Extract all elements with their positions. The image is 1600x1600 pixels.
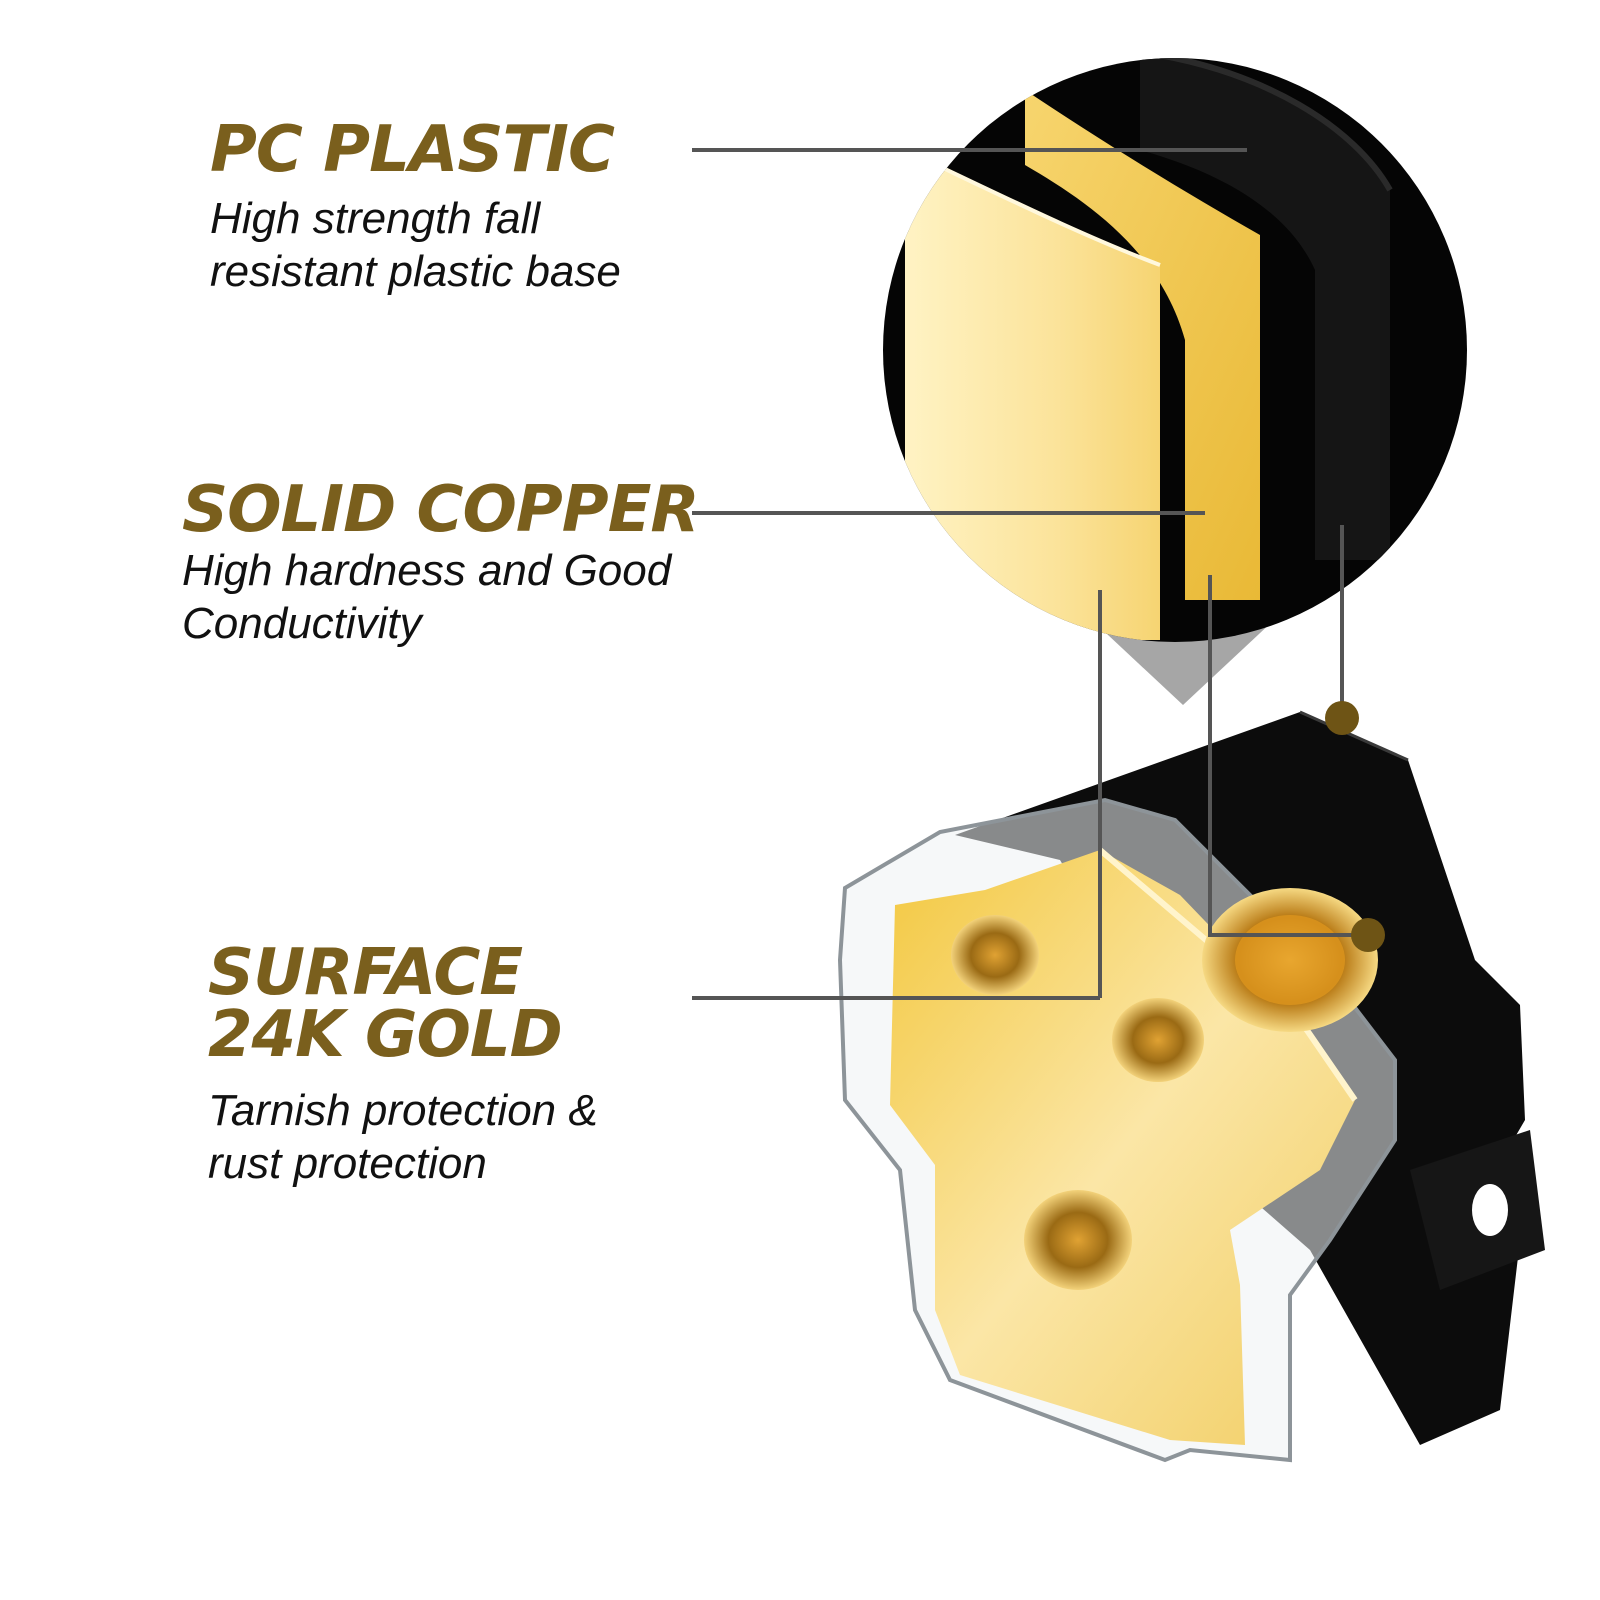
description-line: High strength fall [210,194,541,243]
feature-title: PC PLASTIC [210,113,615,187]
leader-lines [692,148,1368,1000]
terminal-hole [1024,1190,1132,1290]
plastic-layer [1140,58,1390,560]
leader-line-copper-drop [1208,575,1368,937]
feature-surface-gold: SURFACE 24K GOLD Tarnish protection &rus… [208,936,768,1190]
terminal-hole [951,915,1039,995]
feature-title: SURFACE 24K GOLD [208,936,563,1072]
callout-dot-plastic [1325,701,1359,735]
gold-surface-layer [905,150,1160,640]
feature-title: SOLID COPPER [182,473,700,547]
feature-description: Tarnish protection &rust protection [208,1084,768,1190]
description-line: High hardness and Good [182,546,672,595]
description-line: resistant plastic base [210,247,621,296]
zoom-callout [883,58,1467,705]
description-line: Conductivity [182,599,422,648]
terminal-hole [1112,998,1204,1082]
callout-dot-copper [1351,918,1385,952]
description-line: rust protection [208,1139,487,1188]
copper-layer [1025,90,1260,600]
zoom-pointer [1092,620,1274,705]
distribution-block [837,710,1545,1463]
description-line: Tarnish protection & [208,1086,598,1135]
